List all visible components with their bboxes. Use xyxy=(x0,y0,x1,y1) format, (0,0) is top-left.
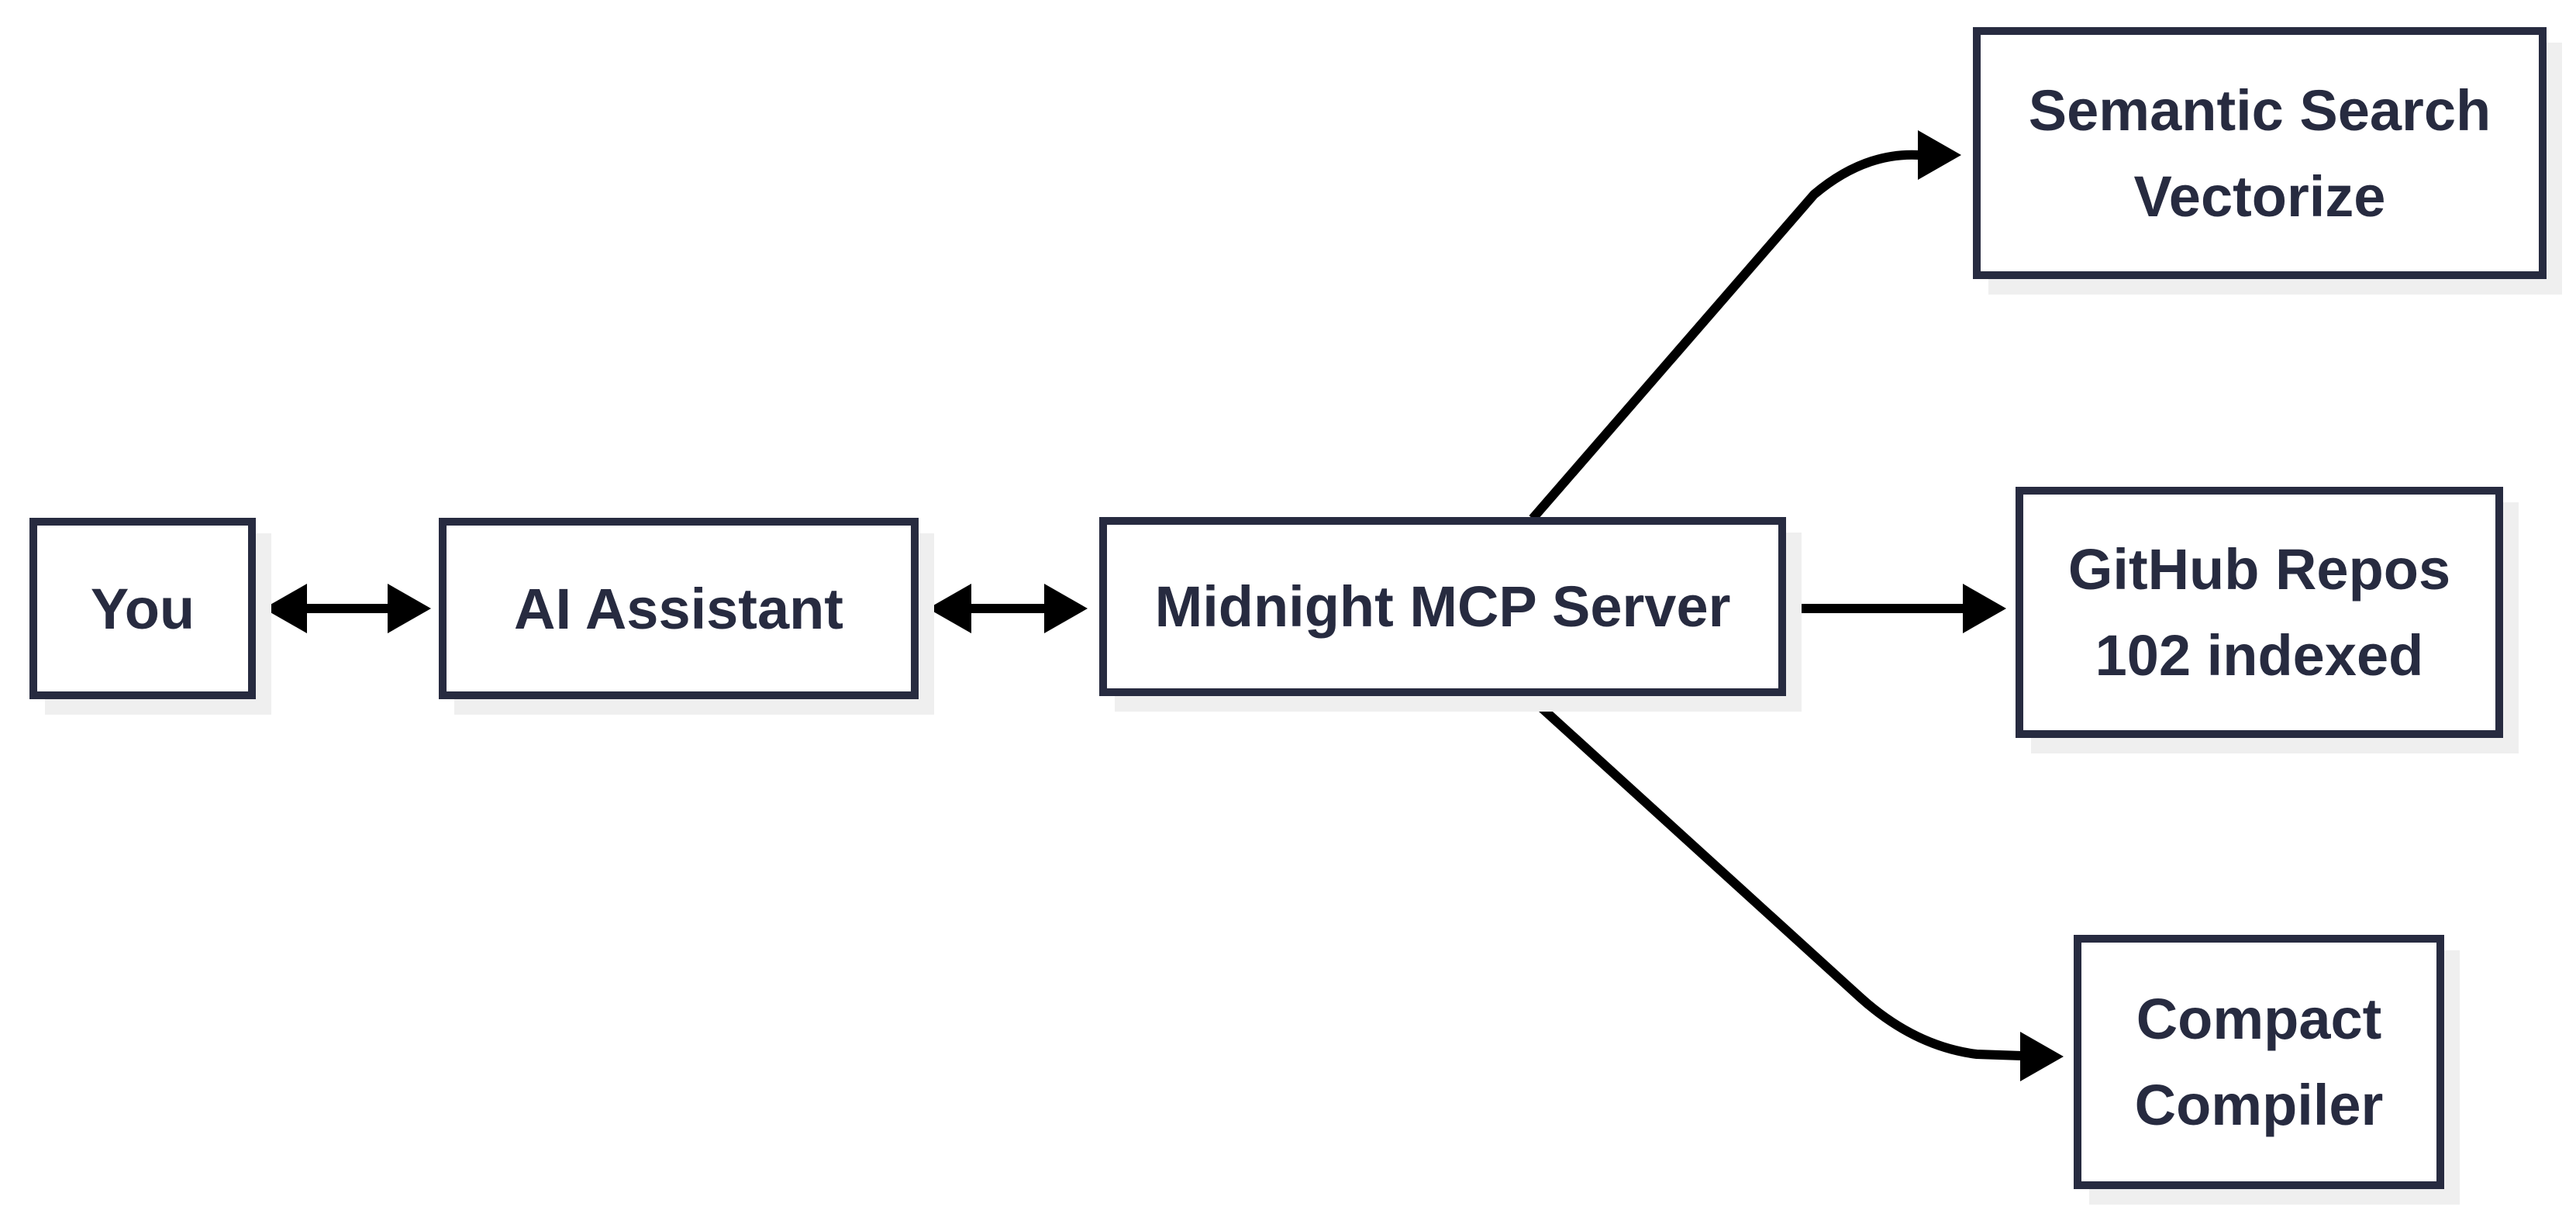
node-semantic-search-vectorize-label: Semantic Search Vectorize xyxy=(2028,78,2492,229)
node-you-label: You xyxy=(90,576,195,641)
arrowhead-right-icon xyxy=(1044,584,1088,633)
arrow-mcp-github xyxy=(1786,584,2006,633)
arrow-mcp-compact xyxy=(1525,692,2064,1081)
arrowhead-right-icon xyxy=(388,584,431,633)
node-ai-assistant-label: AI Assistant xyxy=(514,576,843,641)
node-ai-assistant: AI Assistant xyxy=(439,518,919,699)
node-you: You xyxy=(29,518,256,699)
arrowhead-right-icon xyxy=(1918,130,1961,180)
node-midnight-mcp-server: Midnight MCP Server xyxy=(1099,517,1786,696)
arrowhead-left-icon xyxy=(264,584,307,633)
node-compact-compiler-label: Compact Compiler xyxy=(2134,987,2384,1137)
arrow-you-ai xyxy=(264,584,431,633)
node-midnight-mcp-server-label: Midnight MCP Server xyxy=(1154,574,1731,639)
arrow-ai-mcp xyxy=(928,584,1088,633)
arrowhead-right-icon xyxy=(2020,1032,2064,1081)
node-github-repos: GitHub Repos 102 indexed xyxy=(2016,487,2503,738)
arrowhead-left-icon xyxy=(928,584,971,633)
arrow-mcp-semantic xyxy=(1529,130,1961,522)
node-compact-compiler: Compact Compiler xyxy=(2074,935,2444,1189)
node-semantic-search-vectorize: Semantic Search Vectorize xyxy=(1973,27,2547,279)
node-github-repos-label: GitHub Repos 102 indexed xyxy=(2067,537,2451,688)
arrowhead-right-icon xyxy=(1963,584,2006,633)
